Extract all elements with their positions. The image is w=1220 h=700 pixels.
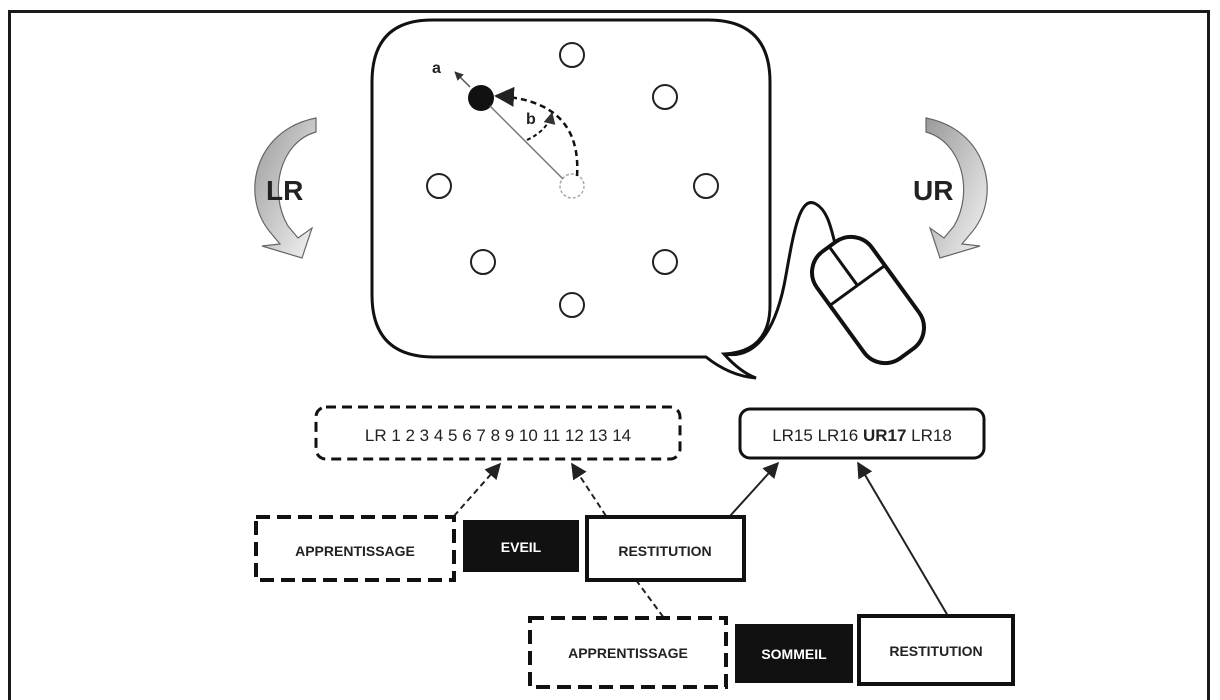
label-ur: UR xyxy=(913,175,953,206)
wake-recall-box xyxy=(585,515,746,582)
left-rotation-arrow xyxy=(254,117,317,259)
right-rotation-arrow xyxy=(925,117,988,259)
wake-learning-label: APPRENTISSAGE xyxy=(295,543,415,559)
sleep-learning-box xyxy=(528,616,728,689)
angle-arc-b xyxy=(526,111,556,141)
sequence-text-2: LR15 LR16 UR17 LR18 xyxy=(772,426,952,445)
wake-state-label: EVEIL xyxy=(501,539,542,555)
target-circle xyxy=(693,173,719,199)
target-circles xyxy=(426,42,719,318)
target-circle xyxy=(559,292,585,318)
wake-recall-label: RESTITUTION xyxy=(618,543,711,559)
sleep-recall-label: RESTITUTION xyxy=(889,643,982,659)
sequence-box-1 xyxy=(314,405,682,461)
mouse-icon xyxy=(810,234,926,366)
start-circle xyxy=(559,173,585,199)
label-a: a xyxy=(432,60,441,77)
connector-sleep-learning xyxy=(571,462,607,517)
label-lr: LR xyxy=(266,175,303,206)
mouse-cable xyxy=(723,201,838,357)
target-circle xyxy=(470,249,496,275)
wake-state-box xyxy=(463,520,579,572)
target-circle xyxy=(559,42,585,68)
target-vector xyxy=(489,105,564,180)
sleep-recall-box xyxy=(857,614,1015,686)
deviation-path xyxy=(494,86,579,177)
connector-recall-to-learning xyxy=(635,579,665,619)
cursor-dot xyxy=(468,85,494,111)
direction-arrow-a xyxy=(454,71,471,88)
sleep-learning-label: APPRENTISSAGE xyxy=(568,645,688,661)
task-screen xyxy=(370,18,772,380)
sleep-state-box xyxy=(735,624,853,683)
sequence-box-2 xyxy=(738,407,986,460)
sleep-state-label: SOMMEIL xyxy=(761,646,827,662)
target-circle xyxy=(426,173,452,199)
connector-sleep-recall xyxy=(857,461,949,617)
target-circle xyxy=(652,84,678,110)
figure-frame xyxy=(8,10,1210,700)
target-circle xyxy=(652,249,678,275)
connector-wake-recall xyxy=(729,461,780,517)
sequence-text-1: LR 1 2 3 4 5 6 7 8 9 10 11 12 13 14 xyxy=(365,426,631,445)
label-b: b xyxy=(526,111,536,128)
connector-wake-learning xyxy=(453,462,502,517)
wake-learning-box xyxy=(254,515,456,582)
